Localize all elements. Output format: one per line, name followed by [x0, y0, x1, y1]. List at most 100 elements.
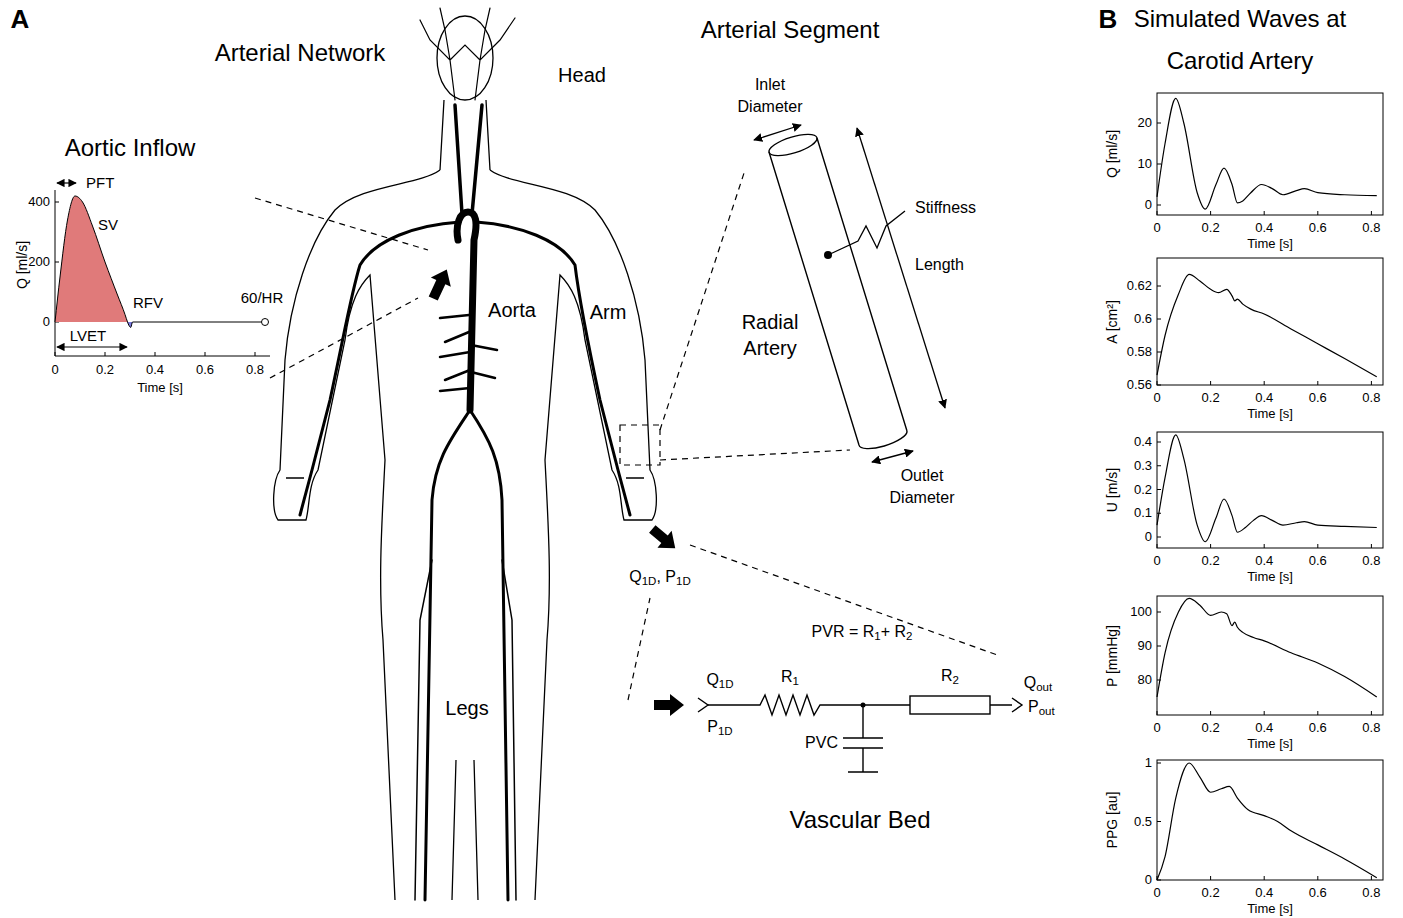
tick-label: 0.6: [1134, 312, 1152, 327]
equation: PVR = R1+ R2: [812, 623, 913, 641]
body-outline: [274, 16, 657, 900]
axis-label: Time [s]: [137, 381, 183, 396]
signal-label: Pout: [1028, 698, 1055, 716]
tick-label: 0.58: [1127, 345, 1152, 360]
plot-frame: [1157, 93, 1383, 215]
junction-dot: [861, 703, 866, 708]
tick-label: 0.4: [1255, 886, 1273, 901]
radial-artery-cylinder: [767, 130, 907, 449]
tick-mark: [1210, 711, 1211, 715]
head-outline: [437, 16, 493, 100]
capacitor-symbol: [843, 705, 883, 772]
dimension-label: Inlet Diameter: [725, 74, 815, 118]
panel-letter: A: [11, 5, 30, 35]
axis-label: P [mmHg]: [1104, 625, 1120, 687]
tick-label: 0.8: [1362, 554, 1380, 569]
property-label: Stiffness: [915, 199, 976, 217]
inlet-arrow: [754, 125, 801, 140]
tick-label: 0.6: [1309, 721, 1327, 736]
tick-mark: [1371, 876, 1372, 880]
tick-mark: [1157, 205, 1161, 206]
tick-mark: [1371, 544, 1372, 548]
tick-mark: [1157, 352, 1161, 353]
tick-mark: [1371, 211, 1372, 215]
tick-label: 0: [1153, 221, 1160, 236]
wave-curve: [1157, 598, 1377, 697]
tick-mark: [1157, 646, 1161, 647]
tick-label: 0.1: [1134, 506, 1152, 521]
outlet-arrow: [872, 451, 913, 462]
tick-label: 0.8: [1362, 886, 1380, 901]
tick-mark: [1210, 211, 1211, 215]
region-label: Arm: [590, 301, 627, 324]
tick-label: 200: [28, 255, 50, 270]
tick-mark: [1317, 876, 1318, 880]
tick-label: 0: [1145, 198, 1152, 213]
tick-mark: [1317, 211, 1318, 215]
tick-label: 0: [1153, 721, 1160, 736]
tick-mark: [1157, 544, 1158, 548]
tick-mark: [55, 262, 59, 263]
tick-mark: [1264, 711, 1265, 715]
tick-label: 0.2: [1202, 221, 1220, 236]
iliac-arteries: [425, 410, 508, 900]
stiffness-spring: [828, 211, 905, 255]
tick-label: 0.8: [246, 363, 264, 378]
tick-mark: [1317, 544, 1318, 548]
tick-label: 0.2: [1202, 886, 1220, 901]
tick-label: 0.4: [146, 363, 164, 378]
cycle-end-marker: [262, 319, 269, 326]
input-arrow: [654, 694, 684, 716]
plot-frame: [1157, 432, 1383, 548]
tick-label: 0.6: [1309, 391, 1327, 406]
plot-frame: [1157, 258, 1383, 385]
tick-mark: [55, 202, 59, 203]
tick-label: 80: [1138, 673, 1152, 688]
tick-label: 0: [1145, 530, 1152, 545]
figure-title: Vascular Bed: [790, 806, 931, 834]
aortic-branches: [440, 315, 497, 391]
axis-label: Q [ml/s]: [14, 241, 30, 289]
signal-label: Q1D: [706, 671, 733, 689]
tick-label: 0.4: [1255, 221, 1273, 236]
input-terminal: [698, 698, 708, 712]
tick-mark: [1157, 612, 1161, 613]
leader-lines: [255, 170, 1000, 700]
axis-label: PPG [au]: [1104, 792, 1120, 849]
tick-mark: [1157, 286, 1161, 287]
tick-mark: [1264, 544, 1265, 548]
tick-label: 0.56: [1127, 378, 1152, 393]
tick-label: 0: [1153, 554, 1160, 569]
tick-mark: [1157, 319, 1161, 320]
tick-label: 0.2: [1134, 482, 1152, 497]
lvet-arrow: [57, 346, 127, 347]
plot-frame: [1157, 760, 1383, 880]
tick-mark: [55, 352, 56, 356]
tick-mark: [1210, 544, 1211, 548]
tick-mark: [105, 352, 106, 356]
tick-mark: [1210, 381, 1211, 385]
wave-curve: [1157, 763, 1377, 880]
tick-label: 0.8: [1362, 721, 1380, 736]
annotation: PFT: [86, 174, 114, 191]
tick-mark: [1371, 381, 1372, 385]
panel-letter: B: [1099, 5, 1118, 35]
tick-mark: [1264, 876, 1265, 880]
tick-mark: [1157, 442, 1161, 443]
leg-inner-outline: [452, 760, 478, 900]
tick-mark: [1371, 711, 1372, 715]
windkessel-circuit: [654, 694, 1022, 772]
tick-label: 0.5: [1134, 814, 1152, 829]
axis-label: Time [s]: [1247, 407, 1293, 422]
dimension-label: Outlet Diameter: [877, 465, 967, 509]
inflow-leader: [255, 198, 428, 378]
outflow-arrow: [645, 521, 682, 557]
annotation: SV: [98, 216, 118, 233]
tick-mark: [1157, 211, 1158, 215]
tick-label: 0.4: [1255, 391, 1273, 406]
tick-label: 0: [1145, 873, 1152, 888]
tick-mark: [1157, 711, 1158, 715]
leg-arteries: [415, 560, 516, 900]
